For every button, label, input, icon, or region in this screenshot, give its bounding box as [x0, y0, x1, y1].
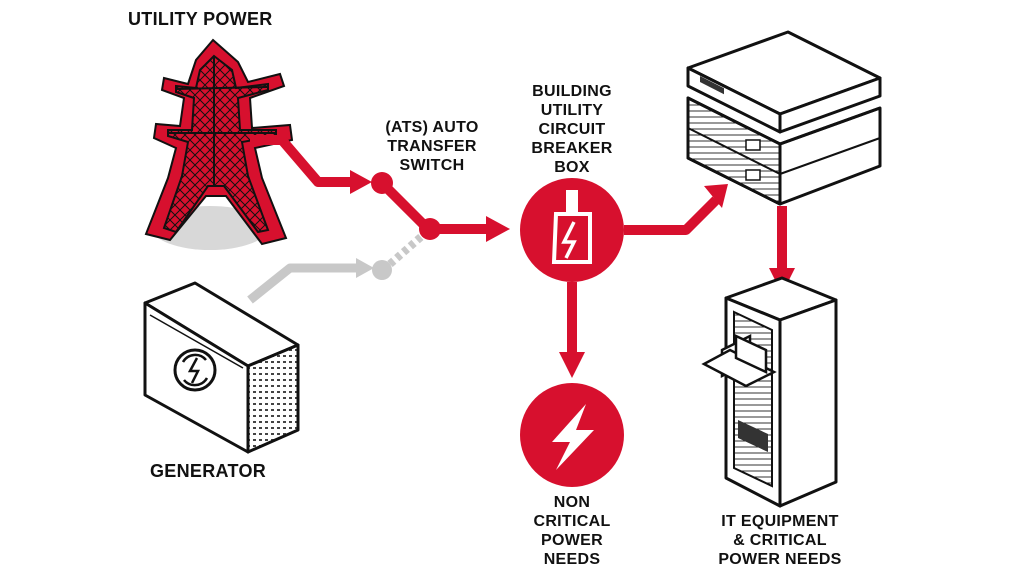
non-critical-line-2: CRITICAL — [533, 513, 611, 530]
generator-feed-line — [247, 232, 425, 304]
ups-stack-icon — [686, 30, 882, 206]
breaker-box-icon — [520, 178, 624, 282]
power-tower-icon — [144, 38, 294, 250]
breaker-line-1: BUILDING — [532, 83, 612, 100]
non-critical-label: NON CRITICAL POWER NEEDS — [520, 493, 624, 569]
ats-line-3: SWITCH — [399, 157, 465, 174]
ats-line-2: TRANSFER — [387, 138, 477, 155]
utility-power-text: UTILITY POWER — [128, 9, 273, 29]
ats-label: (ATS) AUTO TRANSFER SWITCH — [373, 118, 491, 175]
breaker-line-5: BOX — [554, 159, 590, 176]
it-equipment-line-3: POWER NEEDS — [718, 551, 842, 568]
generator-icon — [143, 281, 300, 454]
it-equipment-line-2: & CRITICAL — [733, 532, 827, 549]
breaker-line-3: CIRCUIT — [538, 121, 606, 138]
generator-label: GENERATOR — [150, 460, 266, 482]
lightning-bolt-icon — [520, 383, 624, 487]
generator-text: GENERATOR — [150, 461, 267, 481]
non-critical-line-4: NEEDS — [543, 551, 601, 568]
utility-power-label: UTILITY POWER — [128, 8, 273, 30]
breaker-line-2: UTILITY — [540, 102, 604, 119]
breaker-to-ups-line — [624, 184, 728, 235]
non-critical-line-3: POWER — [541, 532, 603, 549]
it-equipment-line-1: IT EQUIPMENT — [721, 513, 839, 530]
laptop-icon — [701, 333, 777, 388]
non-critical-line-1: NON — [553, 494, 591, 511]
breaker-to-noncritical-line — [559, 282, 585, 378]
utility-feed-line — [250, 135, 510, 242]
ats-line-1: (ATS) AUTO — [385, 119, 479, 136]
server-rack-icon — [724, 276, 838, 508]
it-equipment-label: IT EQUIPMENT & CRITICAL POWER NEEDS — [700, 512, 860, 569]
breaker-line-4: BREAKER — [531, 140, 613, 157]
breaker-label: BUILDING UTILITY CIRCUIT BREAKER BOX — [520, 82, 624, 177]
